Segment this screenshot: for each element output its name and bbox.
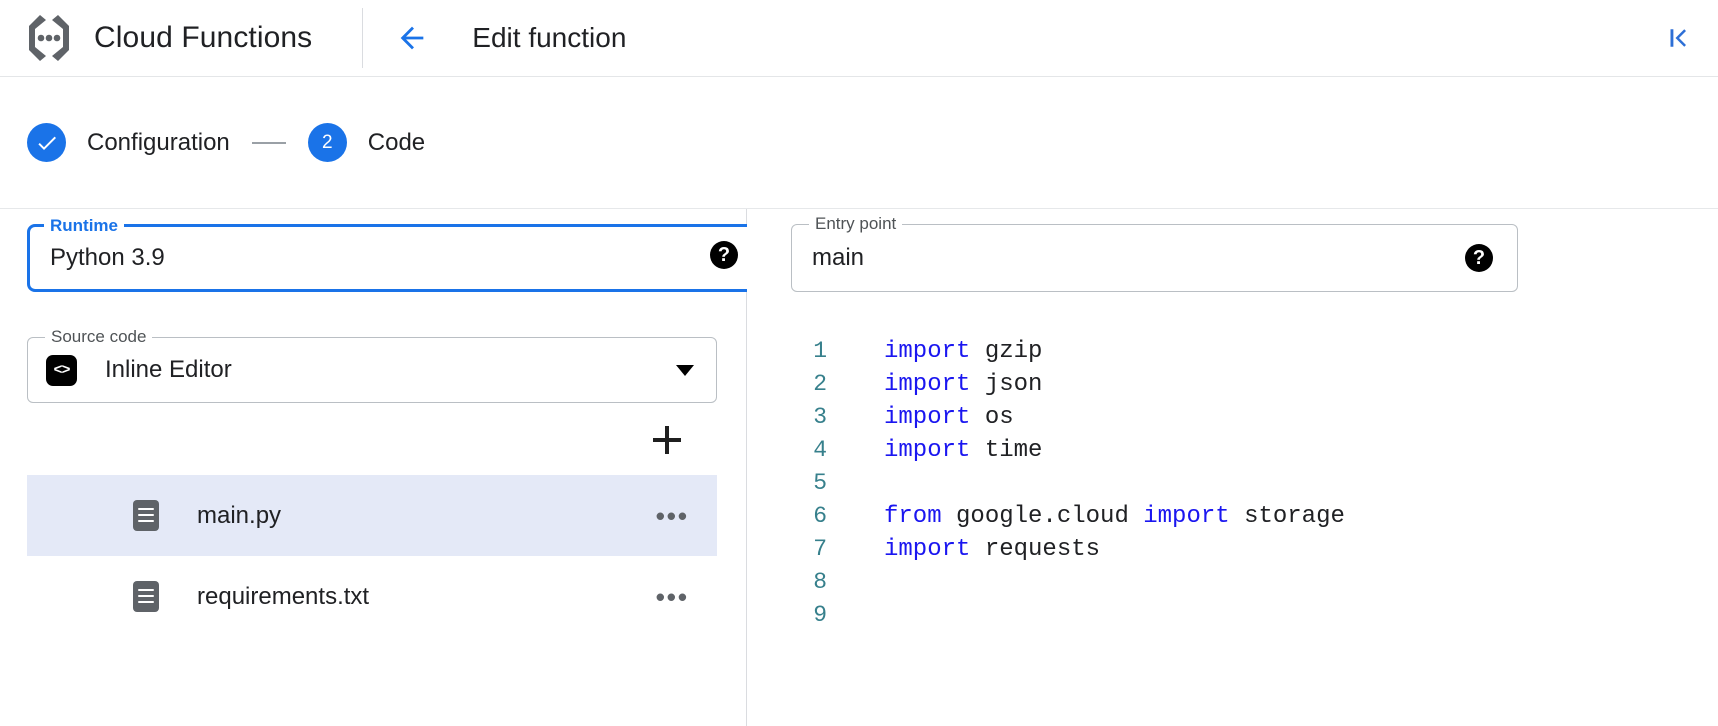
code-line: 2 import json: [747, 368, 1718, 401]
chevron-down-icon[interactable]: [676, 364, 694, 376]
code-line-number: 1: [813, 338, 827, 364]
inline-editor-code-icon: <>: [46, 354, 77, 386]
file-name: main.py: [197, 501, 282, 529]
code-editor[interactable]: 1 import gzip 2 import json 3 import os 4 impor…: [747, 322, 1718, 726]
collapse-panel-left-icon[interactable]: [1658, 18, 1698, 58]
step-code[interactable]: 2 Code: [307, 123, 426, 162]
wizard-stepper: Configuration 2 Code: [0, 77, 1718, 209]
code-line: 6 from google.cloud import storage: [747, 500, 1718, 533]
source-code-label: Source code: [45, 327, 153, 347]
left-config-pane: Runtime Python 3.9 ? Source code <> Inli…: [0, 209, 762, 726]
cloud-functions-logo-icon: [22, 11, 76, 65]
file-icon: [133, 500, 159, 531]
code-line-text: import json: [884, 371, 1043, 398]
code-line-text: from google.cloud import storage: [884, 503, 1345, 530]
runtime-label: Runtime: [44, 216, 124, 236]
entry-point-label: Entry point: [809, 214, 903, 234]
more-options-icon[interactable]: •••: [655, 581, 689, 612]
runtime-value: Python 3.9: [50, 244, 165, 271]
code-line: 8: [747, 566, 1718, 599]
file-icon: [133, 581, 159, 612]
step-configuration[interactable]: Configuration: [27, 123, 230, 162]
code-line: 4 import time: [747, 434, 1718, 467]
right-editor-pane: Entry point main ? 1 import gzip 2 import j…: [747, 209, 1718, 726]
code-line-number: 3: [813, 404, 827, 430]
source-code-value: Inline Editor: [105, 356, 232, 383]
code-line-number: 7: [813, 536, 827, 562]
add-file-button[interactable]: [649, 422, 685, 458]
step-connector: [251, 141, 286, 144]
code-line-number: 4: [813, 437, 827, 463]
brand-title: Cloud Functions: [94, 21, 313, 54]
code-line-text: import time: [884, 437, 1043, 464]
code-line-number: 6: [813, 503, 827, 529]
code-line-number: 2: [813, 371, 827, 397]
code-line: 7 import requests: [747, 533, 1718, 566]
code-line-number: 9: [813, 602, 827, 628]
entry-point-help-icon[interactable]: ?: [1465, 244, 1493, 272]
step-code-label: Code: [367, 128, 426, 156]
step-code-number: 2: [307, 123, 347, 162]
code-line-number: 5: [813, 470, 827, 496]
code-line: 3 import os: [747, 401, 1718, 434]
entry-point-input[interactable]: Entry point main ?: [791, 214, 1518, 292]
runtime-help-icon[interactable]: ?: [710, 241, 738, 269]
source-code-select[interactable]: Source code <> Inline Editor: [27, 327, 717, 403]
file-list-item-main-py[interactable]: main.py •••: [27, 475, 717, 556]
app-header: Cloud Functions Edit function: [0, 0, 1718, 77]
file-list-item-requirements-txt[interactable]: requirements.txt •••: [27, 556, 717, 637]
header-divider: [362, 8, 364, 68]
step-configuration-label: Configuration: [87, 128, 230, 156]
file-name: requirements.txt: [197, 582, 370, 610]
code-line: 5: [747, 467, 1718, 500]
code-line-number: 8: [813, 569, 827, 595]
page-title: Edit function: [472, 22, 627, 53]
entry-point-value: main: [812, 244, 865, 271]
body-area: Runtime Python 3.9 ? Source code <> Inli…: [0, 209, 1718, 726]
code-line-text: import gzip: [884, 338, 1043, 365]
file-list: main.py ••• requirements.txt •••: [27, 475, 717, 637]
arrow-left-icon[interactable]: [389, 15, 435, 61]
code-line: 1 import gzip: [747, 335, 1718, 368]
runtime-select[interactable]: Runtime Python 3.9: [27, 216, 762, 292]
code-line-text: import requests: [884, 536, 1101, 563]
more-options-icon[interactable]: •••: [655, 500, 689, 531]
check-icon: [27, 123, 66, 162]
code-line: 9: [747, 599, 1718, 632]
code-line-text: import os: [884, 404, 1014, 431]
brand[interactable]: Cloud Functions: [0, 0, 312, 76]
